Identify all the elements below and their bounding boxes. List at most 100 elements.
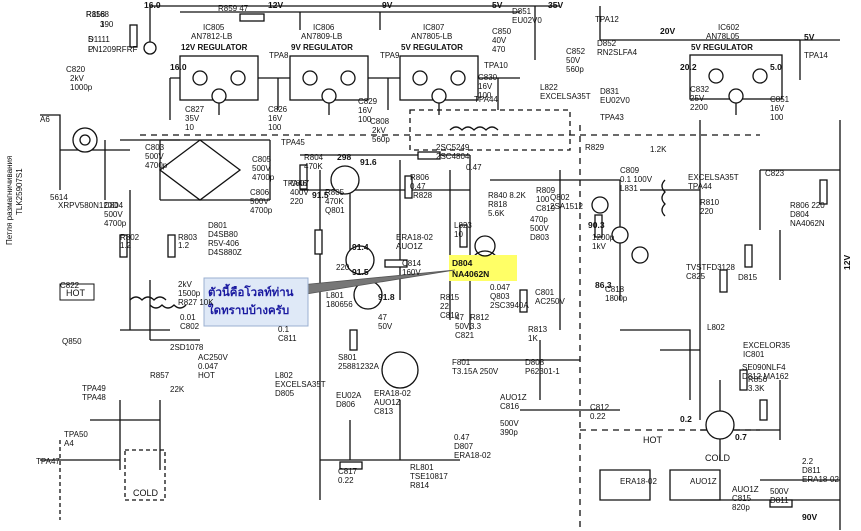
component-label: R805 xyxy=(325,188,345,197)
comment-line-1: ตัวนี้คือโวลท์ท่าน xyxy=(208,283,294,299)
component-label: 160V xyxy=(402,268,421,277)
component-label: C809 xyxy=(620,166,640,175)
component-label: 500V xyxy=(252,164,271,173)
voltage-label: 91.8 xyxy=(378,292,395,302)
component-label: R813 xyxy=(528,325,548,334)
highlight-line-2: NA4062N xyxy=(452,269,489,279)
component-label: 500V xyxy=(500,419,519,428)
reg2-part: IC806 xyxy=(313,23,335,32)
component-label: Q803 xyxy=(490,292,510,301)
component-label: 500V xyxy=(250,197,269,206)
component-label: ERA18-02 xyxy=(396,233,433,242)
component-label: D851 xyxy=(512,7,532,16)
component-label: D852 xyxy=(597,39,617,48)
component-label: ERA18-02 xyxy=(374,389,411,398)
reg3-part: IC807 xyxy=(423,23,445,32)
component-label: S xyxy=(88,35,93,44)
component-label: C817 xyxy=(338,467,358,476)
component-label: C811 xyxy=(278,334,297,343)
component-label: 2kV xyxy=(178,280,192,289)
component-label: R857 xyxy=(150,371,170,380)
component-label: R806 xyxy=(410,173,430,182)
component-label: A6 xyxy=(40,115,50,124)
component-label: TPA45 xyxy=(281,138,305,147)
component-label: 50V xyxy=(566,56,581,65)
component-label: TPA48 xyxy=(82,393,106,402)
component-label: 500V xyxy=(104,210,123,219)
component-label: 5614 xyxy=(50,193,68,202)
side-text: Петля размагничивания TLK25907S1 xyxy=(5,156,24,245)
voltage-label: 5V xyxy=(492,0,503,10)
component-label: IC801 xyxy=(743,350,765,359)
reg2-model: AN7809-LB xyxy=(301,32,342,41)
component-label: 1.2K xyxy=(650,145,667,154)
component-label: 100 xyxy=(358,115,372,124)
component-label: C803 xyxy=(145,143,165,152)
circuit-wires xyxy=(40,5,841,530)
component-label: 10 xyxy=(454,230,463,239)
component-label: 2SD1078 xyxy=(170,343,204,352)
component-label: 390 xyxy=(100,20,114,29)
component-label: 4700p xyxy=(252,173,275,182)
component-label: 22 xyxy=(440,302,449,311)
component-label: R810 xyxy=(700,198,720,207)
voltage-label: 91.5 xyxy=(352,267,369,277)
component-label: TVSTFD3128 xyxy=(686,263,735,272)
voltage-label: 0.7 xyxy=(735,432,747,442)
component-label: C812 xyxy=(590,403,610,412)
cold-right-label: COLD xyxy=(705,453,731,463)
component-label: D4S880Z xyxy=(208,248,242,257)
voltage-label: 90V xyxy=(802,512,817,522)
component-label: P62301-1 xyxy=(525,367,560,376)
reg4-part: IC602 xyxy=(718,23,740,32)
voltage-label: 20.2 xyxy=(680,62,697,72)
component-label: D815 xyxy=(738,273,758,282)
component-label: L831 xyxy=(620,184,638,193)
cold-left-label: COLD xyxy=(133,488,159,498)
component-label: C804 xyxy=(104,201,124,210)
component-label: TPA44 xyxy=(688,182,712,191)
component-label: 0.1 xyxy=(278,325,290,334)
component-label: 100 xyxy=(478,91,492,100)
component-label: 220 xyxy=(290,197,304,206)
component-label: 0.1 100V xyxy=(620,175,653,184)
component-label: C814 xyxy=(402,259,422,268)
component-label: 400V xyxy=(290,188,309,197)
component-label: R809 xyxy=(536,186,556,195)
hot-right-label: HOT xyxy=(643,435,663,445)
component-label: EXCELOR35 xyxy=(743,341,791,350)
component-label: R815 xyxy=(440,293,460,302)
component-label: C816 xyxy=(500,402,520,411)
component-label: XRPV580N120D xyxy=(58,201,118,210)
circuit-components xyxy=(72,13,828,508)
voltage-label: 16.0 xyxy=(170,62,187,72)
component-label: 16V xyxy=(478,82,493,91)
component-label: D831 xyxy=(600,87,620,96)
reg4-model: AN78L05 xyxy=(706,32,740,41)
component-label: R829 xyxy=(585,143,605,152)
component-label: 2SC5249 xyxy=(436,143,470,152)
component-label: 1K xyxy=(528,334,538,343)
component-label: C807 xyxy=(290,179,310,188)
component-label: 4700p xyxy=(145,161,168,170)
component-label: TPA8 xyxy=(269,51,289,60)
voltage-label: 91.5 xyxy=(312,190,329,200)
component-label: 40V xyxy=(492,36,507,45)
side-russian: Петля размагничивания xyxy=(5,156,14,245)
component-label: 16V xyxy=(770,104,785,113)
reg3-label: 5V REGULATOR xyxy=(401,43,463,52)
component-label: 50V xyxy=(455,322,470,331)
component-label: R859 47 xyxy=(218,4,249,13)
component-label: R858 xyxy=(86,10,106,19)
component-label: 0.47 xyxy=(454,433,470,442)
component-label: C822 xyxy=(60,281,80,290)
component-label: D4SB80 xyxy=(208,230,238,239)
component-label: R802 xyxy=(120,233,140,242)
component-label: 0.047 xyxy=(490,283,511,292)
component-label: D811 xyxy=(802,466,821,475)
component-label: R814 xyxy=(410,481,430,490)
component-label: 560p xyxy=(372,135,390,144)
voltage-label: 20V xyxy=(660,26,675,36)
component-label: 500V xyxy=(530,224,549,233)
